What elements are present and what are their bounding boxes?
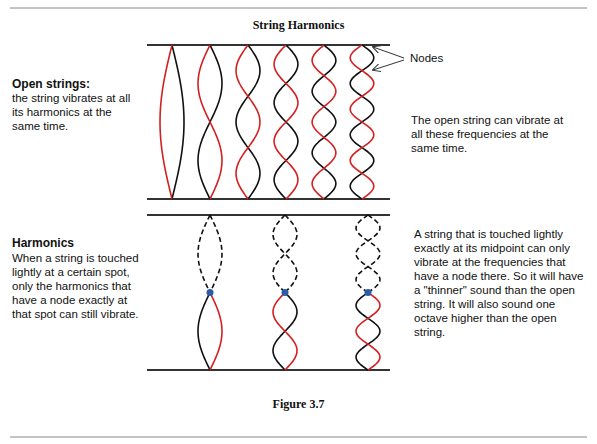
string-wave (273, 293, 297, 371)
page-rule (10, 437, 587, 438)
string-wave (356, 215, 380, 293)
leader-arrow (373, 60, 404, 70)
string-wave (350, 45, 374, 199)
touch-point (365, 289, 372, 296)
string-wave (350, 45, 374, 199)
page-rule (10, 8, 587, 9)
callout-label: Nodes (410, 51, 470, 65)
string-wave (236, 45, 260, 199)
string-wave (274, 45, 298, 199)
string-wave (236, 45, 260, 199)
string-wave (198, 293, 210, 371)
description-text: A string that is touched lightly exactly… (414, 227, 586, 339)
string-wave (356, 293, 380, 371)
string-bridge (147, 198, 390, 200)
string-wave (210, 293, 222, 371)
touch-point (207, 289, 214, 296)
section-heading: Harmonics (12, 236, 142, 250)
string-wave (273, 215, 297, 293)
string-wave (312, 45, 336, 199)
figure-title: String Harmonics (0, 18, 597, 32)
leader-arrow (373, 47, 404, 58)
string-wave (356, 215, 380, 293)
string-wave (312, 45, 336, 199)
string-wave (198, 45, 222, 199)
string-wave (198, 215, 210, 293)
string-bridge (147, 44, 390, 46)
touch-point (282, 289, 289, 296)
string-wave (198, 45, 222, 199)
string-modes (160, 45, 380, 370)
string-wave (172, 45, 184, 199)
description-text: The open string can vibrate at all these… (411, 113, 571, 155)
string-wave (210, 215, 222, 293)
figure-caption: Figure 3.7 (0, 397, 597, 411)
string-bridge (147, 369, 390, 371)
description-text: When a string is touched lightly at a ce… (12, 251, 144, 321)
string-wave (274, 45, 298, 199)
string-bridge (147, 214, 390, 216)
section-heading: Open strings: (12, 77, 142, 91)
string-wave (273, 215, 297, 293)
string-wave (356, 293, 380, 371)
description-text: the string vibrates at all its harmonics… (12, 91, 134, 133)
string-wave (160, 45, 172, 199)
string-wave (273, 293, 297, 371)
